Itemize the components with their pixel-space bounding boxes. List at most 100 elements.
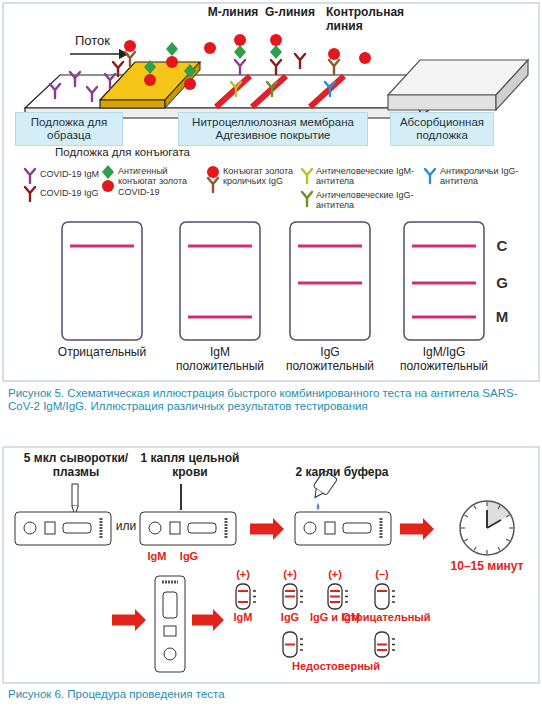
cassette-marking [380, 518, 383, 539]
clock-tick [509, 527, 513, 528]
antibody-symbol [425, 169, 435, 183]
result-sign: (–) [367, 568, 397, 581]
box-text: Нитроцеллюлозная мембрана [183, 116, 363, 129]
result-line [285, 596, 295, 598]
window-mark [300, 596, 303, 598]
antibody-symbol [329, 60, 339, 74]
well-label: IgG [172, 550, 206, 563]
sample-well [24, 522, 36, 534]
gold-particle [328, 48, 340, 60]
step-label: 2 капли буфера [284, 466, 400, 480]
result-sign: (+) [275, 568, 305, 581]
sample-well [304, 522, 316, 534]
antibody-symbol [208, 178, 218, 192]
clock-hands [487, 510, 501, 528]
window-mark [300, 601, 303, 603]
result-window [328, 584, 342, 609]
buffer-well [164, 626, 176, 636]
result-strip [62, 222, 142, 340]
result-line [412, 282, 476, 285]
clock-sector [487, 501, 510, 528]
antibody-symbol [325, 82, 335, 96]
result-label: IgG [273, 611, 307, 624]
clock-tick [486, 502, 487, 506]
result-label: Отрицательный [342, 611, 426, 624]
clock-tick [474, 505, 476, 508]
clock-tick [464, 539, 467, 541]
gold-particle [359, 52, 371, 64]
sample-well [164, 648, 176, 660]
gold-particle [102, 180, 114, 192]
buffer-well [45, 522, 55, 534]
gold-particle [144, 74, 156, 86]
legend-text: Античеловеческие IgM-антитела [316, 166, 416, 187]
gold-particle [204, 42, 216, 54]
result-label: IgM/IgG положительный [389, 346, 499, 374]
label-box: Подложка для образца [15, 112, 123, 146]
result-line [412, 245, 476, 248]
clock-tick [464, 515, 467, 517]
result-line [285, 644, 295, 646]
result-line [330, 596, 340, 598]
clock-tick [498, 547, 500, 550]
antibody-symbol [105, 74, 115, 88]
result-window [188, 523, 216, 533]
antibody-symbol [235, 60, 245, 74]
antibody-symbol [113, 62, 123, 76]
result-strip [404, 222, 484, 340]
window-mark [345, 601, 348, 603]
legend-text: COVID-19 IgM [40, 169, 110, 179]
window-mark [253, 596, 256, 598]
test-cassette [15, 512, 111, 545]
flow-label: Поток [75, 34, 135, 49]
line-letter: M [490, 308, 514, 325]
antigen-symbol [166, 42, 178, 56]
window-mark [300, 638, 303, 640]
sample-well [149, 522, 161, 534]
part-label: Подложка для конъюгата [55, 146, 215, 159]
gold-particle [124, 40, 136, 52]
legend-text: Антикроличьи IgG-антитела [440, 166, 532, 187]
result-window [283, 632, 297, 657]
cassette-marking [162, 581, 178, 584]
line-letter: C [490, 237, 514, 254]
result-strip [290, 222, 370, 340]
gold-particle [184, 78, 196, 90]
window-mark [345, 590, 348, 592]
line-label: G-линия [262, 6, 318, 20]
result-label: Недостоверный [276, 660, 396, 673]
gold-particle [234, 34, 246, 46]
step-label: 1 капля цельной крови [138, 452, 242, 480]
step-arrow [250, 518, 284, 540]
result-line [412, 316, 476, 319]
result-line [298, 282, 362, 285]
clock-tick [474, 547, 476, 550]
result-window [236, 584, 250, 609]
result-sign: (+) [228, 568, 258, 581]
well-label: IgM [140, 550, 174, 563]
time-label: 10–15 минут [438, 560, 536, 574]
result-line [70, 245, 134, 248]
antibody-symbol [231, 82, 241, 96]
gold-particle [270, 34, 282, 46]
result-window [283, 584, 297, 609]
window-mark [392, 590, 395, 592]
figure-frame [3, 3, 539, 381]
result-line [298, 245, 362, 248]
figure-caption: Рисунок 5. Схематическая иллюстрация быс… [8, 387, 534, 413]
result-line [377, 649, 387, 651]
window-mark [392, 638, 395, 640]
step-arrow [112, 609, 146, 631]
step-arrow [400, 518, 434, 540]
antigen-symbol [184, 64, 196, 78]
window-mark [392, 644, 395, 646]
clock-tick [506, 515, 509, 517]
result-label: Отрицательный [47, 346, 157, 360]
clock-face [460, 501, 514, 555]
result-window [163, 592, 177, 618]
m-line [216, 76, 250, 107]
result-label: IgM положительный [165, 346, 275, 374]
flow-arrow [70, 53, 128, 55]
absorbent-pad-side [496, 60, 528, 110]
cassette-marking [225, 518, 228, 539]
